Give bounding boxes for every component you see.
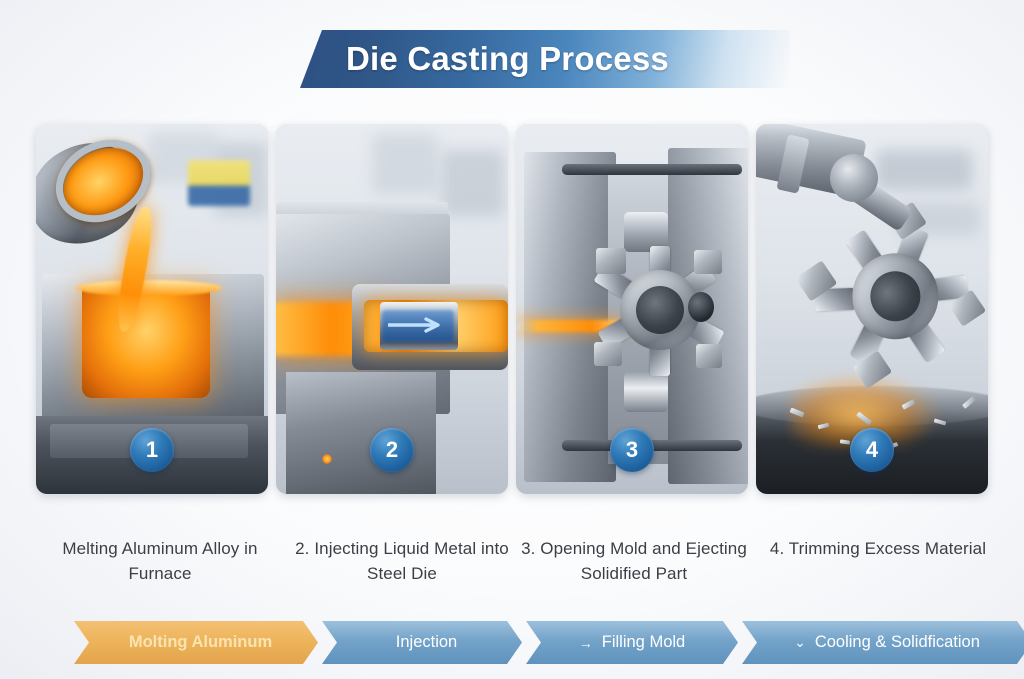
step-badge-4: 4 — [850, 428, 894, 472]
yellow-control-box-icon — [188, 160, 250, 206]
backdrop-blob — [876, 150, 972, 190]
spark-icon — [322, 454, 332, 464]
process-step-label: Injection — [395, 633, 458, 651]
injection-direction-arrow-icon — [388, 317, 446, 333]
step-panel-4[interactable]: 4 — [756, 124, 988, 494]
molten-surface-icon — [76, 280, 222, 296]
process-step-molting-aluminum[interactable]: Molting Aluminum — [74, 621, 318, 664]
tie-bar-top-icon — [562, 164, 742, 175]
step-image-1 — [36, 124, 268, 494]
process-step-injection[interactable]: Injection — [322, 621, 522, 664]
step-badge-2: 2 — [370, 428, 414, 472]
process-step-label: Cooling & Solidfication — [814, 633, 980, 651]
die-half-left-icon — [524, 152, 616, 482]
arrow-right-icon: → — [578, 634, 593, 651]
step-badge-3: 3 — [610, 428, 654, 472]
step-caption-3: 3. Opening Mold and Ejecting Solidified … — [521, 539, 747, 583]
title-banner-shape — [300, 30, 790, 88]
step-image-3 — [516, 124, 748, 494]
step-panel-3[interactable]: 3 — [516, 124, 748, 494]
molten-metal-pool-icon — [82, 286, 210, 398]
backdrop-blob — [372, 134, 438, 194]
step-caption-1: Melting Aluminum Alloy in Furnace — [62, 539, 258, 583]
chevron-down-icon: ⌄ — [794, 634, 806, 650]
process-step-filling-mold[interactable]: → Filling Mold — [526, 621, 738, 664]
step-panel-2[interactable]: 2 — [276, 124, 508, 494]
step-caption-4: 4. Trimming Excess Material — [769, 539, 987, 558]
molten-gate-jet-icon — [516, 320, 624, 332]
machine-lower-frame-icon — [286, 372, 436, 494]
cast-part-icon — [593, 246, 725, 376]
backdrop-blob — [442, 150, 504, 216]
step-panel-1[interactable]: 1 — [36, 124, 268, 494]
ejector-pin-top-icon — [624, 212, 668, 252]
ejector-pin-bottom-icon — [624, 372, 668, 412]
die-boss-icon — [688, 292, 714, 322]
step-caption-2: 2. Injecting Liquid Metal into Steel Die — [295, 539, 509, 583]
robot-joint-icon — [830, 154, 878, 202]
process-step-panels: 1 2 — [36, 124, 988, 494]
process-step-cooling-solidification[interactable]: ⌄ Cooling & Solidfication — [742, 621, 1024, 664]
step-badge-1: 1 — [130, 428, 174, 472]
title-banner: Die Casting Process — [300, 30, 790, 88]
process-flow-bar: Molting Aluminum Injection → Filling Mol… — [74, 621, 1024, 664]
process-step-label: Filling Mold — [601, 633, 686, 651]
page-title: Die Casting Process — [346, 40, 669, 77]
process-step-label: Molting Aluminum — [128, 633, 273, 651]
